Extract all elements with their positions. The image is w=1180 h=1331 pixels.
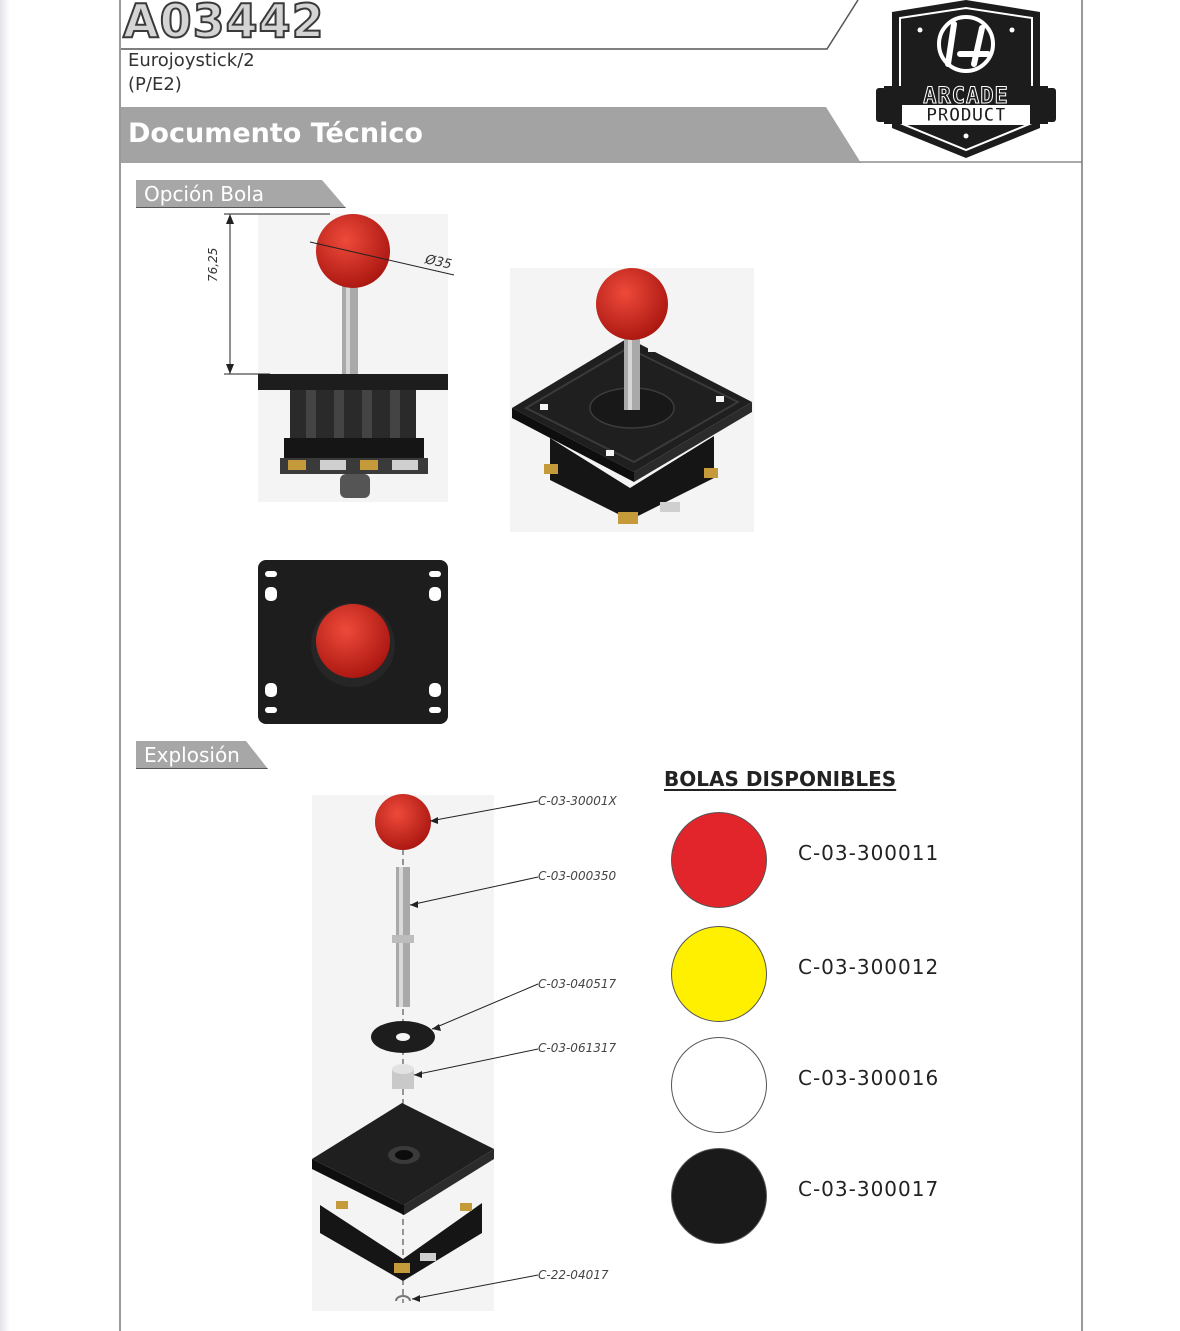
page-edge-shadow	[0, 0, 10, 1331]
ball-swatch-red	[671, 812, 767, 908]
ball-swatch-black	[671, 1148, 767, 1244]
logo-badge-icon	[876, 0, 1056, 158]
header-bottom-rule	[860, 161, 1082, 163]
brand-logo: ARCADE PRODUCT	[874, 0, 1058, 160]
logo-line1: ARCADE	[923, 84, 1009, 109]
ball-code-red: C-03-300011	[798, 841, 940, 865]
product-variant: (P/E2)	[128, 74, 182, 95]
part-label-shaft: C-03-000350	[538, 869, 617, 883]
part-label-washer: C-03-040517	[538, 977, 617, 991]
document-type: Documento Técnico	[128, 118, 423, 149]
document-type-band	[121, 107, 861, 163]
header-rule	[121, 0, 859, 50]
joystick-isometric-view	[510, 268, 754, 532]
ball-code-white: C-03-300016	[798, 1066, 940, 1090]
frame-left-border	[119, 0, 121, 1331]
logo-line2: PRODUCT	[902, 105, 1030, 126]
joystick-exploded-view	[312, 794, 539, 1311]
ball-code-yellow: C-03-300012	[798, 955, 940, 979]
part-label-clip: C-22-04017	[538, 1268, 609, 1282]
height-dimension: 76,25	[206, 247, 220, 282]
product-code: A03442	[122, 0, 325, 49]
section-ball-option: Opción Bola	[136, 180, 346, 208]
section-explosion: Explosión	[136, 741, 268, 769]
part-label-ball: C-03-30001X	[538, 794, 617, 808]
frame-right-border	[1081, 0, 1083, 1331]
ball-swatch-white	[671, 1037, 767, 1133]
part-label-bushing: C-03-061317	[538, 1041, 617, 1055]
joystick-side-view	[224, 213, 455, 502]
joystick-top-view	[258, 560, 448, 724]
ball-code-black: C-03-300017	[798, 1177, 940, 1201]
available-balls-heading: BOLAS DISPONIBLES	[664, 767, 897, 791]
ball-swatch-yellow	[671, 926, 767, 1022]
product-name: Eurojoystick/2	[128, 50, 255, 71]
